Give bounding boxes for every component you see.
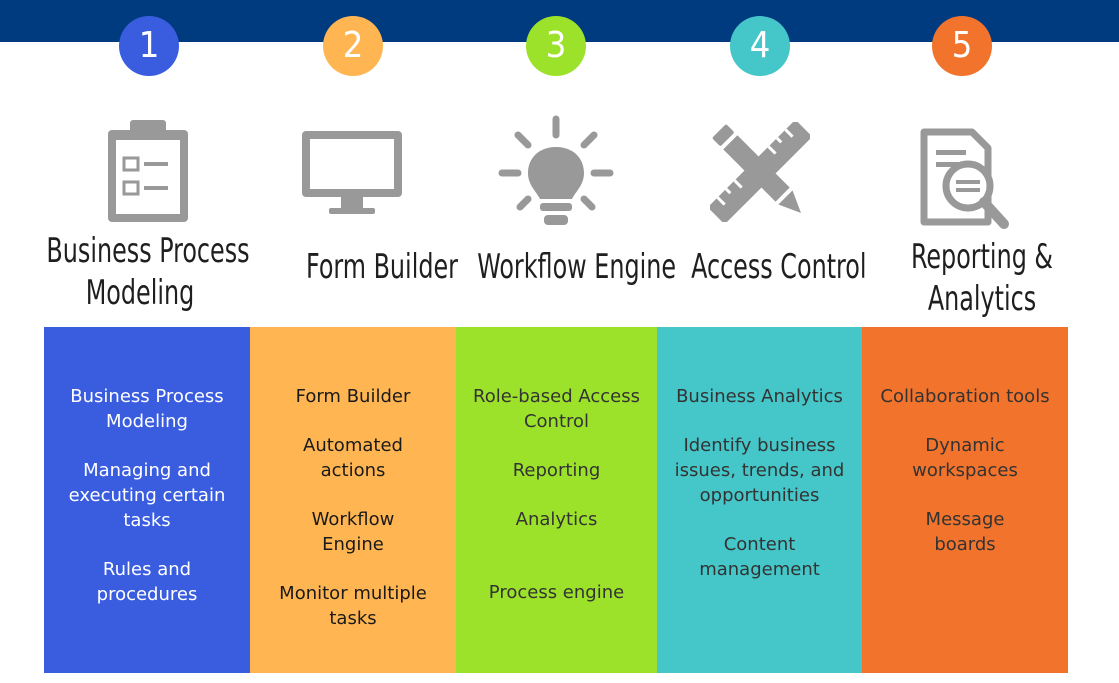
feature-item: Automated actions bbox=[303, 435, 403, 481]
feature-item: Collaboration tools bbox=[880, 386, 1050, 407]
step-3-badge: 3 bbox=[526, 16, 586, 76]
step-1-title-line1: Business Process bbox=[46, 231, 250, 271]
feature-item: Content management bbox=[699, 534, 820, 580]
step-5-title-line1: Reporting & bbox=[910, 237, 1054, 277]
feature-item: Workflow Engine bbox=[311, 509, 395, 555]
feature-item: Role-based Access Control bbox=[473, 386, 640, 432]
feature-item: Monitor multiple tasks bbox=[279, 583, 427, 629]
monitor-icon bbox=[302, 131, 402, 214]
feature-item: Dynamic workspaces bbox=[912, 435, 1018, 481]
step-5-badge: 5 bbox=[932, 16, 992, 76]
step-5-title-line2: Analytics bbox=[927, 279, 1037, 319]
document-search-icon bbox=[920, 128, 1009, 229]
step-4-features: Business Analytics Identify business iss… bbox=[657, 327, 862, 673]
step-4-title: Access Control bbox=[691, 246, 867, 288]
lightbulb-icon bbox=[498, 115, 614, 225]
step-1-features: Business Process Modeling Managing and e… bbox=[44, 327, 250, 673]
clipboard-checklist-icon bbox=[108, 120, 188, 222]
feature-item: Form Builder bbox=[295, 386, 411, 407]
step-2-badge: 2 bbox=[323, 16, 383, 76]
step-4-title-line1: Access Control bbox=[691, 247, 867, 287]
feature-item: Reporting bbox=[512, 460, 601, 481]
feature-item: Identify business issues, trends, and op… bbox=[674, 435, 845, 506]
step-1-title-line2: Modeling bbox=[85, 273, 195, 313]
feature-item: Managing and executing certain tasks bbox=[68, 460, 226, 531]
step-2-title: Form Builder bbox=[304, 246, 460, 288]
step-4-badge: 4 bbox=[730, 16, 790, 76]
feature-item: Message boards bbox=[925, 509, 1005, 555]
step-5-title: Reporting & Analytics bbox=[904, 236, 1060, 320]
feature-item: Process engine bbox=[488, 582, 625, 603]
feature-item: Business Analytics bbox=[676, 386, 843, 407]
ruler-pencil-icon bbox=[710, 122, 810, 222]
step-5-features: Collaboration tools Dynamic workspaces M… bbox=[862, 327, 1068, 673]
feature-item: Analytics bbox=[515, 509, 598, 530]
step-3-title: Workflow Engine bbox=[477, 246, 677, 288]
feature-item: Rules and procedures bbox=[96, 559, 198, 605]
step-2-features: Form Builder Automated actions Workflow … bbox=[250, 327, 456, 673]
feature-item: Business Process Modeling bbox=[70, 386, 224, 432]
step-2-title-line1: Form Builder bbox=[306, 247, 458, 287]
step-1-badge: 1 bbox=[119, 16, 179, 76]
step-3-features: Role-based Access Control Reporting Anal… bbox=[456, 327, 657, 673]
step-1-title: Business Process Modeling bbox=[46, 230, 250, 314]
step-3-title-line1: Workflow Engine bbox=[477, 247, 677, 287]
